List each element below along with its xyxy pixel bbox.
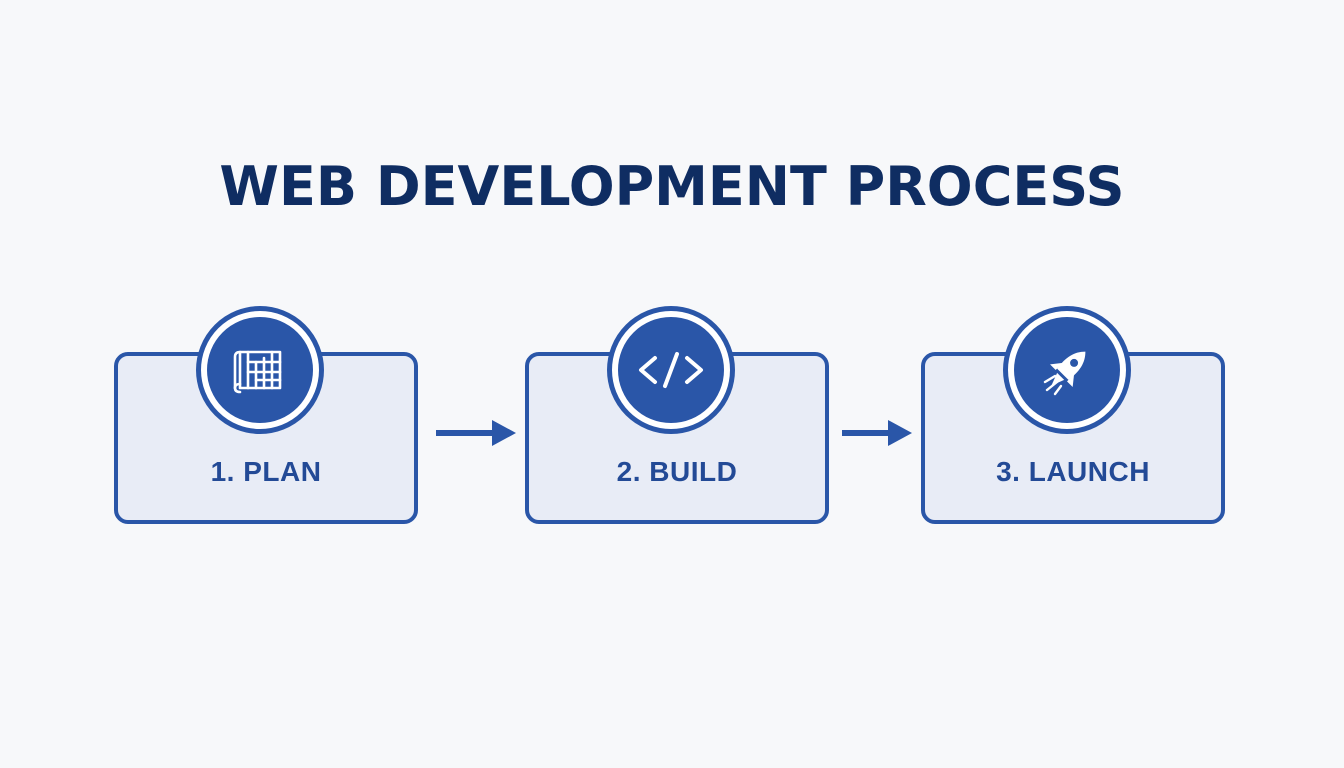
step-launch: 3. LAUNCH bbox=[921, 306, 1227, 524]
step-plan: 1. PLAN bbox=[114, 306, 420, 524]
icon-badge bbox=[1003, 306, 1131, 434]
diagram-title: WEB DEVELOPMENT PROCESS bbox=[219, 155, 1125, 218]
rocket-icon bbox=[1043, 351, 1086, 396]
arrow-right-icon bbox=[842, 420, 912, 446]
blueprint-icon bbox=[233, 350, 282, 394]
step-label: 2. BUILD bbox=[616, 456, 738, 487]
step-build: 2. BUILD bbox=[525, 306, 831, 524]
arrow-right-icon bbox=[436, 420, 516, 446]
code-icon bbox=[639, 352, 703, 388]
step-label: 3. LAUNCH bbox=[996, 456, 1150, 487]
step-label: 1. PLAN bbox=[210, 456, 322, 487]
icon-badge bbox=[196, 306, 324, 434]
icon-badge bbox=[607, 306, 735, 434]
